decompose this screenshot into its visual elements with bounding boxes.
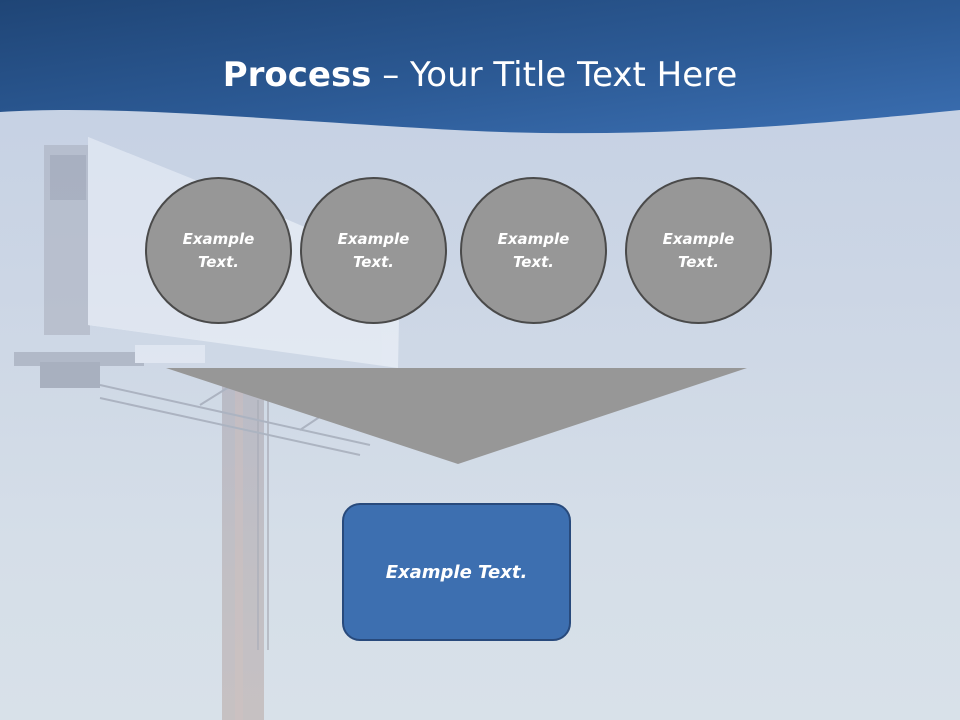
header-banner (0, 0, 960, 134)
title-bold: Process (222, 55, 372, 95)
process-step-label: Example Text. (182, 229, 255, 271)
process-step-circle-4: Example Text. (625, 177, 772, 324)
process-step-circle-3: Example Text. (460, 177, 607, 324)
process-step-circle-1: Example Text. (145, 177, 292, 324)
process-step-label: Example Text. (337, 229, 410, 271)
slide-title: Process – Your Title Text Here (0, 52, 960, 98)
funnel-arrow (166, 368, 747, 464)
result-label: Example Text. (385, 561, 528, 583)
process-step-label: Example Text. (662, 229, 735, 271)
process-step-label: Example Text. (497, 229, 570, 271)
result-box: Example Text. (342, 503, 571, 641)
process-step-circle-2: Example Text. (300, 177, 447, 324)
title-rest: – Your Title Text Here (371, 55, 738, 95)
